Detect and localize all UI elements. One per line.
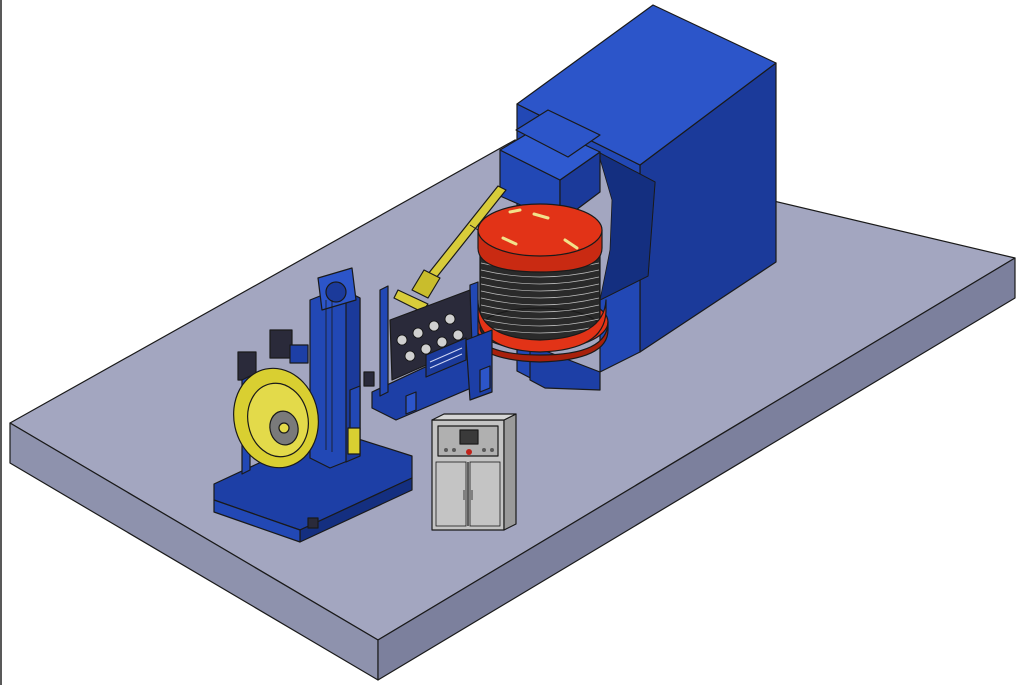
control-cabinet: [431, 413, 517, 531]
turntable-top-face: [477, 203, 603, 257]
straightener-end-block: [465, 329, 493, 401]
spool-reel-unit: [213, 267, 413, 543]
press-ram-cap: [515, 109, 601, 158]
straightener-rollers: [396, 313, 464, 362]
cabinet-side: [503, 413, 517, 531]
cabinet-screen: [459, 429, 479, 445]
feed-arm-joint: [411, 269, 441, 299]
straightener-frame-left: [379, 285, 389, 397]
cabinet-door-left: [435, 461, 467, 527]
cabinet-top: [431, 413, 517, 421]
turntable-flange: [477, 299, 607, 353]
turntable-slots: [501, 208, 579, 250]
straightener-plate: [425, 337, 467, 378]
cabinet-door-right: [469, 461, 501, 527]
turntable: [471, 203, 609, 363]
straightener-unit: [371, 281, 493, 421]
turntable-base-side: [471, 321, 609, 363]
cabinet-buttons: [444, 448, 494, 455]
press-frame-top-face: [516, 4, 777, 166]
platform-side-face: [377, 257, 1016, 681]
feed-arm: [393, 185, 507, 313]
